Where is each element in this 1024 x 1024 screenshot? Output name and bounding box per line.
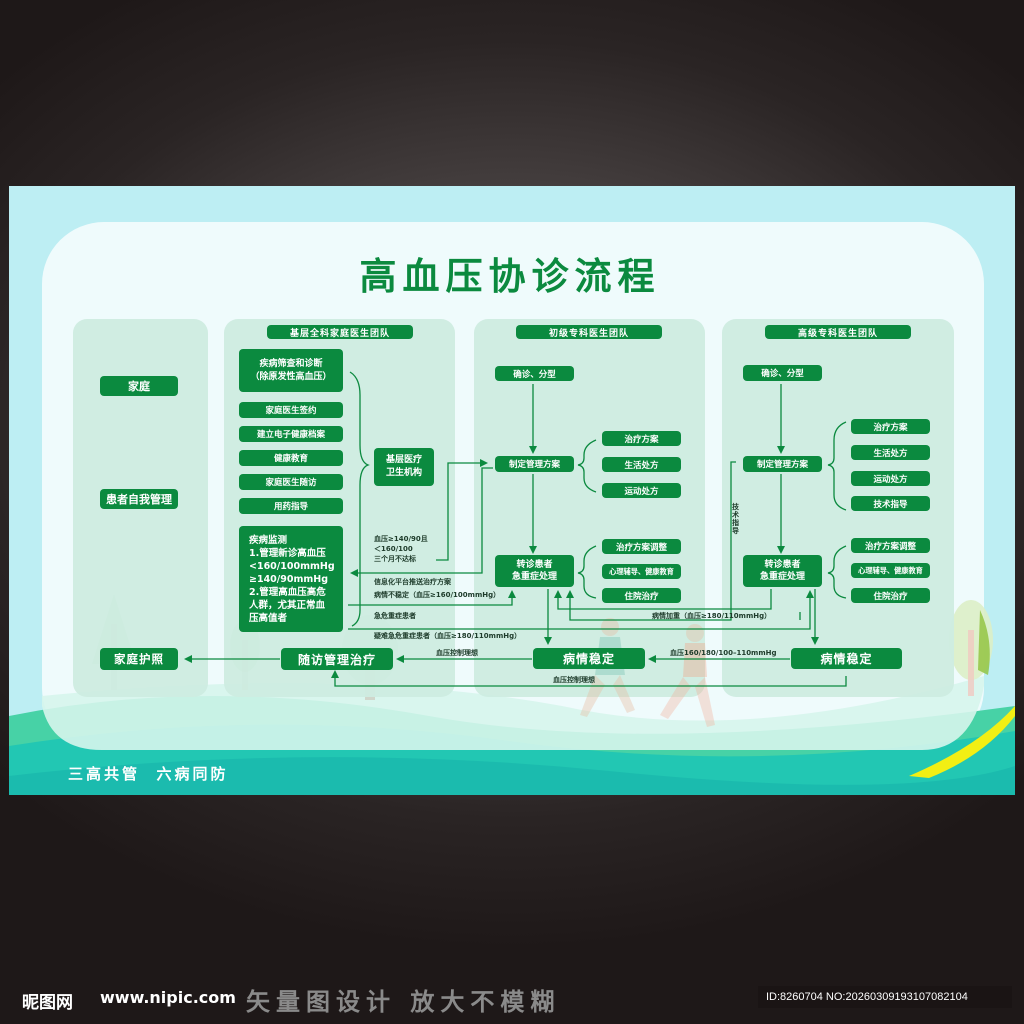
senior-diagnosis-box: 确诊、分型 bbox=[743, 365, 822, 381]
bp-range-label: 血压160/180/100–110mmHg bbox=[670, 649, 777, 657]
emergency-label: 急危重症患者 bbox=[374, 612, 416, 620]
junior-stable-box: 病情稳定 bbox=[533, 648, 645, 669]
senior-stable-box: 病情稳定 bbox=[791, 648, 902, 669]
junior-referral-item-box: 心理辅导、健康教育 bbox=[602, 564, 681, 579]
junior-plan-item-box: 治疗方案 bbox=[602, 431, 681, 446]
tech-guidance-label: 技术指导 bbox=[732, 503, 739, 535]
senior-plan-item-box: 生活处方 bbox=[851, 445, 930, 460]
bp-controlled-label: 血压控制理想 bbox=[553, 676, 595, 684]
senior-referral-item-box: 心理辅导、健康教育 bbox=[851, 563, 930, 578]
junior-plan-item-box: 生活处方 bbox=[602, 457, 681, 472]
primary-item-box: 建立电子健康档案 bbox=[239, 426, 343, 442]
junior-plan-item-box: 运动处方 bbox=[602, 483, 681, 498]
junior-diagnosis-box: 确诊、分型 bbox=[495, 366, 574, 381]
screening-box: 疾病筛查和诊断 （除原发性高血压） bbox=[239, 349, 343, 392]
family-passport-box: 家庭护照 bbox=[100, 648, 178, 670]
primary-item-box: 家庭医生随访 bbox=[239, 474, 343, 490]
primary-item-box: 健康教育 bbox=[239, 450, 343, 466]
bp-not-reached-label: 血压≥140/90且 ＜160/100 三个月不达标 bbox=[374, 535, 428, 563]
senior-plan-item-box: 运动处方 bbox=[851, 471, 930, 486]
junior-plan-box: 制定管理方案 bbox=[495, 456, 574, 472]
unstable-label: 病情不稳定（血压≥160/100mmHg） bbox=[374, 591, 501, 599]
bp-controlled-label: 血压控制理想 bbox=[436, 649, 478, 657]
junior-referral-item-box: 治疗方案调整 bbox=[602, 539, 681, 554]
senior-referral-item-box: 住院治疗 bbox=[851, 588, 930, 603]
primary-institution-box: 基层医疗 卫生机构 bbox=[374, 448, 434, 486]
tree-decoration-icon bbox=[949, 600, 993, 696]
senior-team-header: 高级专科医生团队 bbox=[765, 325, 911, 339]
watermark-id: ID:8260704 NO:20260309193107082104 bbox=[758, 986, 1012, 1008]
watermark-url[interactable]: www.nipic.com bbox=[100, 988, 236, 1007]
senior-referral-item-box: 治疗方案调整 bbox=[851, 538, 930, 553]
primary-item-box: 用药指导 bbox=[239, 498, 343, 514]
monitoring-box: 疾病监测 1.管理新诊高血压 <160/100mmHg ≥140/90mmHg … bbox=[239, 526, 343, 632]
self-management-box: 患者自我管理 bbox=[100, 489, 178, 509]
watermark-logo: 昵图网 bbox=[22, 993, 73, 1013]
page-title: 高血压协诊流程 bbox=[359, 255, 661, 298]
junior-referral-box: 转诊患者 急重症处理 bbox=[495, 555, 574, 587]
primary-item-box: 家庭医生签约 bbox=[239, 402, 343, 418]
junior-team-header: 初级专科医生团队 bbox=[516, 325, 662, 339]
difficult-emergency-label: 疑难急危重症患者（血压≥180/110mmHg） bbox=[374, 632, 522, 640]
senior-plan-item-box: 技术指导 bbox=[851, 496, 930, 511]
family-box: 家庭 bbox=[100, 376, 178, 396]
senior-plan-item-box: 治疗方案 bbox=[851, 419, 930, 434]
junior-referral-item-box: 住院治疗 bbox=[602, 588, 681, 603]
watermark-slogan: 矢量图设计 放大不模糊 bbox=[246, 988, 561, 1016]
followup-treatment-box: 随访管理治疗 bbox=[281, 648, 393, 670]
info-platform-label: 信息化平台推送治疗方案 bbox=[374, 578, 451, 586]
senior-plan-box: 制定管理方案 bbox=[743, 456, 822, 472]
slogan: 三高共管 六病同防 bbox=[68, 765, 229, 783]
senior-referral-box: 转诊患者 急重症处理 bbox=[743, 555, 822, 587]
worsened-label: 病情加重（血压≥180/110mmHg） bbox=[652, 612, 772, 620]
primary-team-header: 基层全科家庭医生团队 bbox=[267, 325, 413, 339]
